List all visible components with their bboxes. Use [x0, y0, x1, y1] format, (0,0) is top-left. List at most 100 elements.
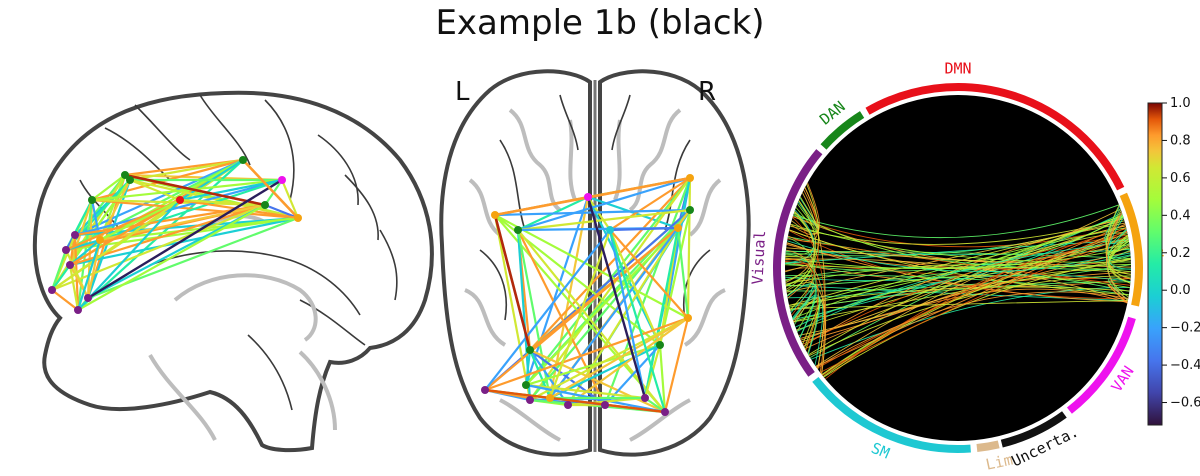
connectogram-chord	[802, 234, 1128, 345]
connectogram-chord	[816, 291, 1129, 368]
colorbar-tick-label: 0.8	[1170, 133, 1191, 148]
connectogram-chord	[1106, 211, 1131, 280]
sagittal-edge	[69, 199, 181, 266]
connectogram-chord	[791, 187, 820, 235]
sagittal-edge	[51, 289, 79, 311]
connectogram-chord	[786, 264, 1131, 292]
sagittal-brain-view	[32, 90, 434, 453]
axial-edge	[587, 196, 611, 231]
axial-edge-negative	[586, 196, 647, 399]
connectogram-chord	[790, 223, 1131, 263]
axial-edge	[517, 229, 606, 406]
axial-edge	[663, 317, 690, 413]
axial-edge	[609, 226, 679, 232]
axial-edge	[529, 177, 691, 351]
axial-node	[661, 408, 669, 416]
connectogram-chord	[792, 227, 1127, 320]
sagittal-node	[121, 171, 129, 179]
sagittal-edge	[264, 203, 299, 220]
axial-node	[641, 394, 649, 402]
axial-edge	[525, 383, 646, 400]
sagittal-edge	[74, 178, 283, 237]
network-label-visual: Visual	[748, 230, 769, 285]
axial-edge	[529, 317, 689, 401]
colorbar-tick-label: 1.0	[1170, 96, 1191, 111]
connectogram-chord	[790, 286, 816, 321]
connectogram-chord	[819, 235, 1129, 373]
axial-node	[526, 396, 534, 404]
connectogram-chord	[816, 230, 1128, 369]
sagittal-edge	[99, 199, 181, 241]
network-arc-fpcn	[1119, 192, 1143, 307]
connectogram-chord	[785, 249, 826, 373]
axial-node	[601, 401, 609, 409]
connectogram-chord	[1105, 208, 1127, 245]
connectogram-chord	[1106, 215, 1131, 261]
axial-edge	[493, 214, 532, 401]
connectogram-chord	[792, 216, 1126, 248]
network-label-dmn: DMN	[944, 60, 971, 78]
connectogram-chord	[802, 301, 822, 348]
sagittal-edge-negative	[87, 178, 283, 300]
axial-edge	[525, 343, 661, 387]
axial-edge-strong	[493, 214, 532, 351]
connectogram-chord	[787, 189, 818, 242]
network-arc-van	[1066, 316, 1136, 414]
axial-node	[684, 314, 692, 322]
axial-node	[514, 226, 522, 234]
sagittal-deep-structures	[148, 214, 337, 441]
connectogram-chord	[796, 241, 1130, 332]
sagittal-edge-strong	[124, 173, 266, 207]
axial-edge	[609, 229, 689, 319]
sagittal-edge	[76, 239, 102, 311]
network-arc-lim	[976, 440, 1000, 452]
colorbar-tick-label: 0.4	[1170, 208, 1191, 223]
connectogram-chord	[798, 196, 820, 229]
connectogram-chord	[787, 240, 1131, 273]
figure-title: Example 1b (black)	[435, 3, 764, 43]
sagittal-edge	[74, 216, 299, 237]
connectogram-chord	[808, 275, 1131, 357]
axial-node	[522, 381, 530, 389]
sagittal-node	[126, 176, 134, 184]
sagittal-node	[62, 246, 70, 254]
colorbar: 1.00.80.60.40.20.0−0.2−0.4−0.6	[1147, 96, 1200, 426]
sagittal-edge	[179, 198, 266, 207]
axial-nodes	[481, 174, 694, 416]
connectogram-chord	[793, 298, 825, 369]
axial-node	[656, 341, 664, 349]
axial-edge	[686, 177, 692, 319]
axial-edge	[548, 229, 612, 399]
sagittal-node	[176, 196, 184, 204]
sagittal-node	[66, 261, 74, 269]
sagittal-node	[278, 176, 286, 184]
connectogram-chord	[789, 300, 1128, 310]
sagittal-edge	[69, 264, 89, 299]
sagittal-edge	[77, 204, 266, 311]
axial-node	[564, 401, 572, 409]
axial-edges	[484, 176, 692, 414]
sagittal-edge	[50, 249, 68, 291]
sagittal-edge	[99, 203, 266, 242]
colorbar-tick-label: −0.6	[1170, 396, 1200, 411]
connectogram-chord	[785, 263, 1131, 269]
axial-edge	[529, 349, 666, 413]
connectogram-chord	[785, 258, 819, 351]
axial-edge	[676, 227, 690, 319]
connectogram-chord	[786, 183, 819, 297]
sagittal-node	[84, 294, 92, 302]
network-arc-visual	[773, 149, 823, 377]
connectogram-chord	[789, 229, 1129, 296]
colorbar-gradient	[1147, 102, 1163, 426]
axial-node	[526, 346, 534, 354]
connectogram-chord	[788, 230, 1129, 300]
axial-node	[584, 193, 592, 201]
axial-edge	[529, 349, 606, 406]
axial-edge	[567, 317, 689, 406]
network-arcs	[773, 83, 1143, 453]
sagittal-edge	[74, 158, 244, 237]
sagittal-node	[74, 306, 82, 314]
connectogram-chord	[1105, 213, 1129, 301]
